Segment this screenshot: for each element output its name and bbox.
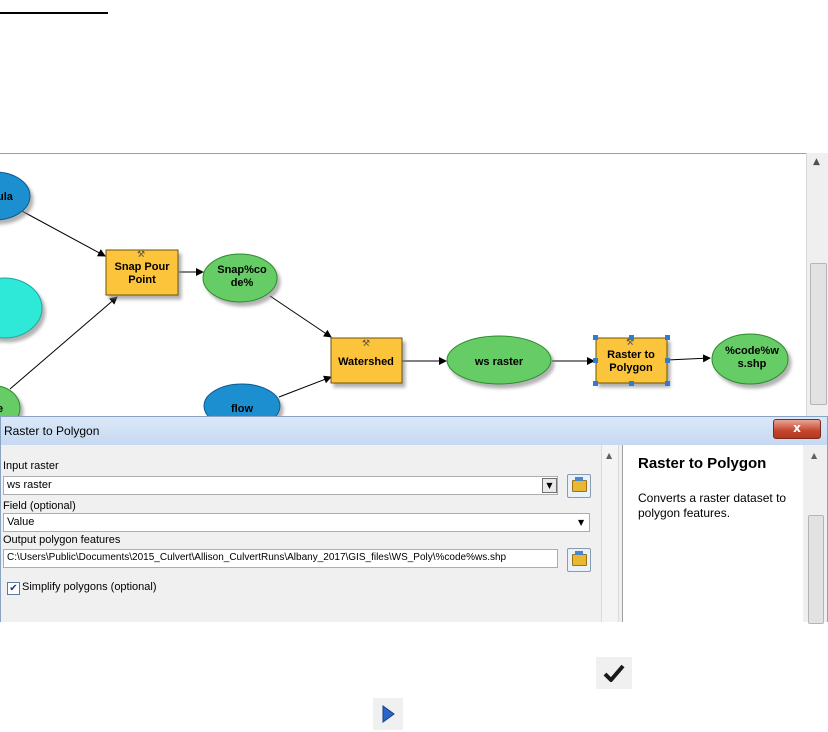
output-features-value: C:\Users\Public\Documents\2015_Culvert\A… (7, 552, 507, 563)
node-flow-label: flow (231, 403, 253, 415)
scroll-up-arrow-icon[interactable]: ▲ (811, 451, 818, 460)
node-ula[interactable] (0, 171, 31, 221)
input-raster-dropdown[interactable]: ▼ (542, 478, 557, 493)
output-features-field[interactable]: C:\Users\Public\Documents\2015_Culvert\A… (3, 549, 558, 568)
node-e-label: e (0, 403, 3, 415)
hammer-icon: ⚒ (626, 338, 634, 348)
connector-e-snap (9, 296, 118, 390)
node-e[interactable] (0, 385, 21, 418)
node-snap-output[interactable] (202, 253, 278, 303)
help-body: Converts a raster dataset to polygon fea… (638, 491, 787, 520)
dialog-titlebar[interactable]: Raster to Polygon x (1, 417, 827, 445)
node-output-shp[interactable] (711, 333, 789, 385)
play-icon[interactable] (373, 698, 403, 730)
node-ula-label: ula (0, 191, 14, 203)
connector-r2p-output (666, 354, 711, 363)
help-scroll-thumb[interactable] (808, 515, 824, 624)
node-snap-output-label-2: de% (231, 277, 254, 289)
selection-handles[interactable] (593, 335, 670, 386)
node-watershed-label: Watershed (338, 356, 394, 368)
simplify-polygons-checkbox[interactable]: ✔ (7, 582, 20, 595)
help-scrollbar[interactable]: ▲ (803, 445, 827, 624)
help-title: Raster to Polygon (638, 455, 767, 472)
node-cyan-input[interactable] (0, 277, 43, 339)
node-snap-pour-point-label-2: Point (128, 274, 156, 286)
output-features-label: Output polygon features (3, 534, 121, 546)
node-ws-raster[interactable] (446, 335, 552, 385)
connector-snapcode-watershed (269, 295, 332, 338)
node-ws-raster-label: ws raster (474, 356, 524, 368)
connector-flow-watershed (278, 375, 332, 398)
connector-ula-snap (19, 209, 106, 257)
scroll-thumb[interactable] (810, 263, 827, 405)
field-value: Value (7, 516, 35, 528)
hammer-icon: ⚒ (137, 250, 145, 260)
node-watershed[interactable] (330, 337, 403, 384)
node-flow[interactable] (203, 383, 281, 418)
node-raster-to-polygon-label-2: Polygon (609, 362, 653, 374)
input-raster-value: ws raster (7, 479, 52, 491)
scroll-up-arrow-icon[interactable]: ▲ (606, 451, 613, 460)
node-raster-to-polygon-label-1: Raster to (607, 349, 655, 361)
model-diagram: ula e Snap Pour Point ⚒ Snap%co de% Wate… (0, 171, 789, 418)
input-raster-browse-button[interactable] (567, 474, 591, 498)
node-snap-output-label-1: Snap%co (217, 264, 267, 276)
node-output-shp-label-2: s.shp (738, 358, 767, 370)
field-select[interactable]: Value (3, 513, 590, 532)
input-raster-label: Input raster (3, 460, 59, 472)
folder-icon (572, 551, 587, 566)
help-panel: Raster to Polygon Converts a raster data… (622, 445, 804, 622)
node-snap-pour-point[interactable] (105, 249, 179, 296)
folder-icon (572, 477, 587, 492)
params-scrollbar[interactable]: ▲ (601, 445, 619, 622)
hammer-icon: ⚒ (362, 339, 370, 349)
scroll-up-arrow-icon[interactable]: ▲ (813, 157, 820, 167)
raster-to-polygon-dialog: Raster to Polygon x Input raster ws rast… (0, 416, 828, 624)
checkmark-icon[interactable] (596, 657, 632, 689)
node-snap-pour-point-label-1: Snap Pour (114, 261, 170, 273)
input-raster-field[interactable]: ws raster (3, 476, 558, 495)
field-label: Field (optional) (3, 500, 76, 512)
simplify-polygons-label: Simplify polygons (optional) (22, 581, 157, 593)
close-icon: x (793, 421, 801, 435)
model-canvas[interactable]: ula e Snap Pour Point ⚒ Snap%co de% Wate… (0, 153, 807, 418)
close-button[interactable]: x (773, 419, 821, 439)
node-output-shp-label-1: %code%w (725, 345, 779, 357)
top-rule (0, 12, 108, 14)
canvas-vertical-scrollbar[interactable]: ▲ (806, 153, 828, 417)
field-dropdown-icon[interactable]: ▼ (578, 518, 585, 527)
dialog-title: Raster to Polygon (4, 424, 100, 438)
output-browse-button[interactable] (567, 548, 591, 572)
